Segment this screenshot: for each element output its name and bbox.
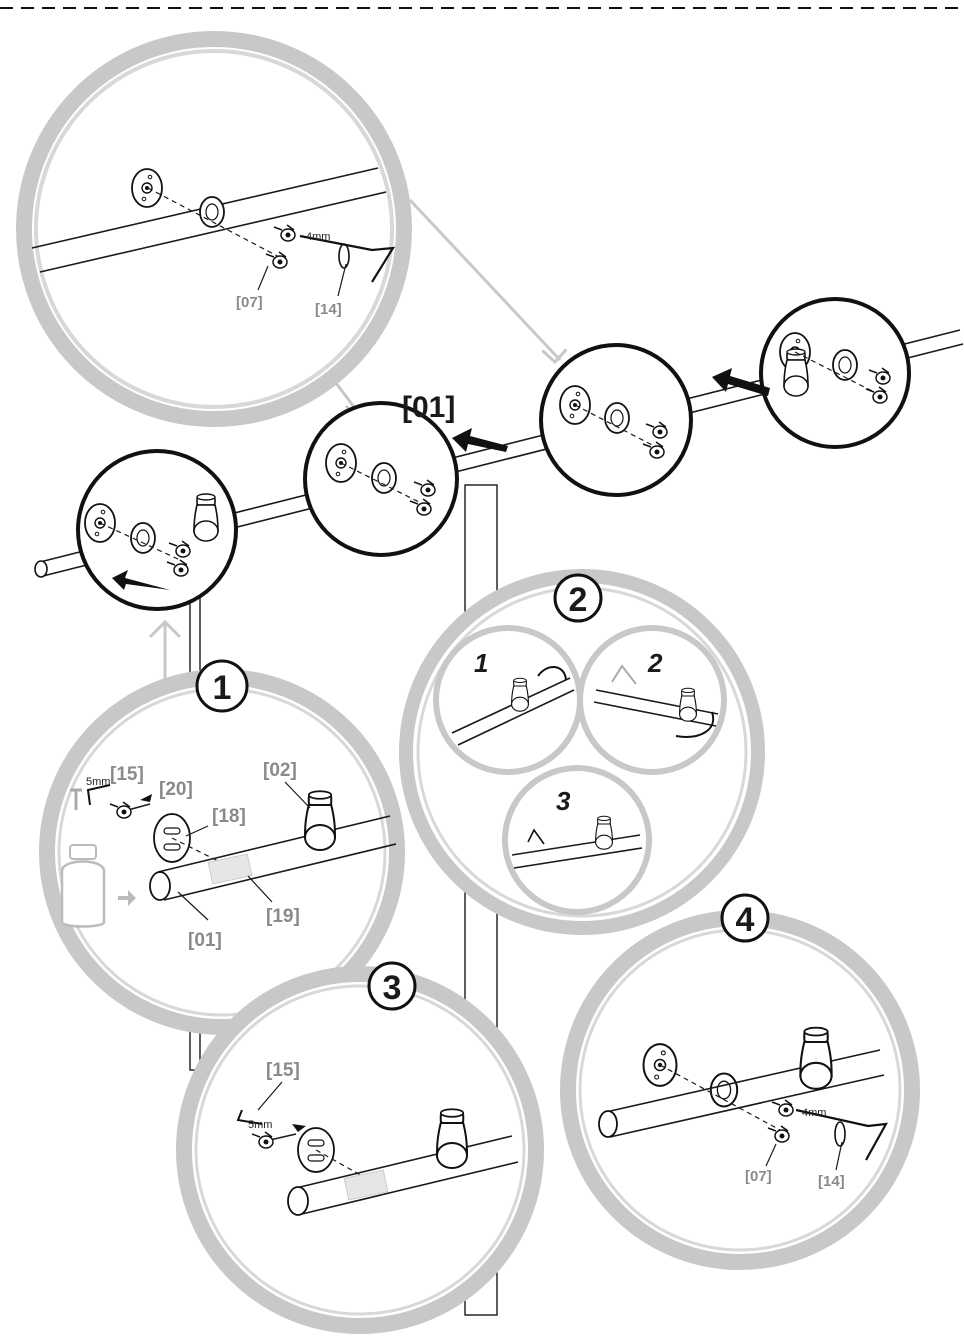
label-bracket: [02] — [263, 760, 297, 781]
glue-bottle-icon — [60, 788, 136, 928]
substep-2: 2 — [647, 648, 663, 678]
label-key-step4: [14] — [818, 1173, 845, 1190]
label-rail-main: [01] — [402, 391, 455, 424]
substep-1: 1 — [474, 648, 488, 678]
label-key-top: [14] — [315, 301, 342, 318]
label-key5-step3: [15] — [266, 1060, 300, 1081]
label-insert: [19] — [266, 906, 300, 927]
rotate-arrow-icon — [675, 711, 715, 738]
step-3-group: 3 [15] 5mm — [176, 961, 544, 1334]
step-4-number: 4 — [736, 901, 755, 939]
label-bolt: [20] — [159, 779, 193, 800]
dim-4mm-step4: 4mm — [802, 1107, 826, 1119]
push-arrow-icon — [712, 368, 770, 396]
allen-key-icon — [299, 234, 396, 283]
wall-circle-3 — [539, 343, 693, 497]
step-3-number: 3 — [383, 969, 402, 1007]
dim-5mm-step3: 5mm — [248, 1119, 272, 1131]
dim-5mm-step1: 5mm — [86, 776, 110, 788]
allen-key-icon — [795, 1108, 888, 1161]
step-1-number: 1 — [213, 669, 232, 707]
bracket-icon — [193, 493, 219, 542]
step-4-group: 4 4mm [07] [14] — [560, 893, 920, 1270]
label-plate: [18] — [212, 806, 246, 827]
label-rail-step1: [01] — [188, 930, 222, 951]
rotate-arrow-icon — [537, 666, 567, 681]
push-arrow-icon — [112, 570, 170, 590]
wall-circle-4 — [712, 297, 911, 449]
substep-3: 3 — [556, 786, 571, 816]
label-screw-step4: [07] — [745, 1168, 772, 1185]
step-1-group: 1 5mm [15] [20] [18] [02] [19] [01 — [39, 659, 405, 1035]
wall-circle-2 — [303, 401, 459, 557]
allen-key-icon — [236, 1109, 263, 1125]
label-screw-top: [07] — [236, 294, 263, 311]
dim-4mm-top: 4mm — [306, 231, 330, 243]
step-2-group: 2 1 2 3 — [399, 569, 765, 935]
push-arrow-icon — [452, 428, 508, 452]
label-key5-step1: [15] — [110, 764, 144, 785]
allen-key-icon — [86, 784, 111, 806]
step-2-number: 2 — [569, 581, 588, 619]
detail-circle-top: 4mm [07] [14] — [16, 31, 412, 427]
wall-circle-1 — [76, 449, 238, 611]
